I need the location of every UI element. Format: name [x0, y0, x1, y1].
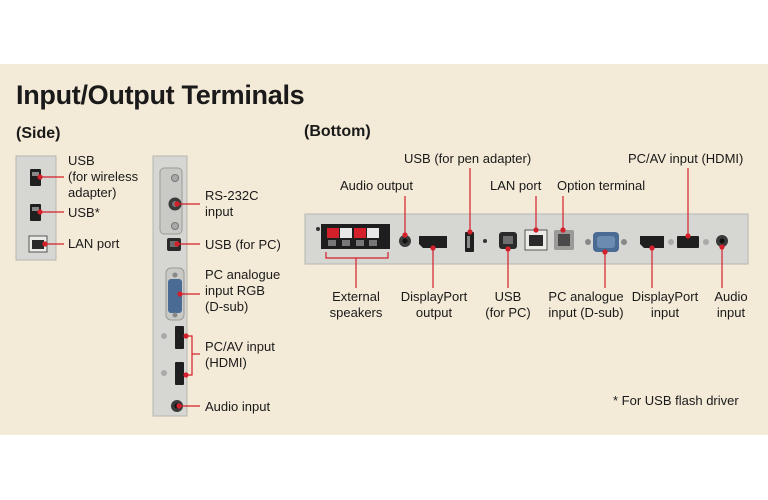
label-displayport-input: DisplayPort input	[631, 289, 699, 320]
page-title: Input/Output Terminals	[16, 80, 305, 110]
footnote: * For USB flash driver	[613, 393, 739, 408]
label-option-terminal: Option terminal	[557, 178, 646, 193]
label-displayport-output: DisplayPort output	[400, 289, 468, 320]
label-pc-analogue-dsub: PC analogue input (D-sub)	[548, 289, 624, 320]
label-external-speakers: External speakers	[329, 289, 383, 320]
side-heading: (Side)	[16, 125, 61, 142]
label-usb-pen-adapter: USB (for pen adapter)	[404, 151, 532, 166]
label-usb-star: USB*	[68, 205, 100, 220]
label-audio-output: Audio output	[340, 178, 414, 193]
label-pc-analogue-rgb: PC analogue input RGB (D-sub)	[205, 267, 281, 314]
label-lan-port-side: LAN port	[68, 236, 120, 251]
label-pc-av-hdmi-bottom: PC/AV input (HDMI)	[628, 151, 744, 166]
label-rs232c-input: RS-232C input	[205, 188, 259, 219]
bottom-heading: (Bottom)	[304, 123, 371, 140]
bottom-panel	[304, 213, 749, 265]
side-right-panel	[152, 155, 188, 417]
label-audio-input-bottom: Audio input	[714, 289, 748, 320]
label-usb-wireless-adapter: USB (for wireless adapter)	[68, 153, 139, 200]
side-left-panel	[15, 155, 57, 261]
label-usb-for-pc-bottom: USB (for PC)	[485, 289, 531, 320]
callout-lines	[37, 168, 725, 409]
label-lan-port-bottom: LAN port	[490, 178, 542, 193]
label-audio-input-side: Audio input	[205, 399, 271, 414]
label-usb-for-pc-side: USB (for PC)	[205, 237, 281, 252]
label-pc-av-hdmi-side: PC/AV input (HDMI)	[205, 339, 275, 370]
